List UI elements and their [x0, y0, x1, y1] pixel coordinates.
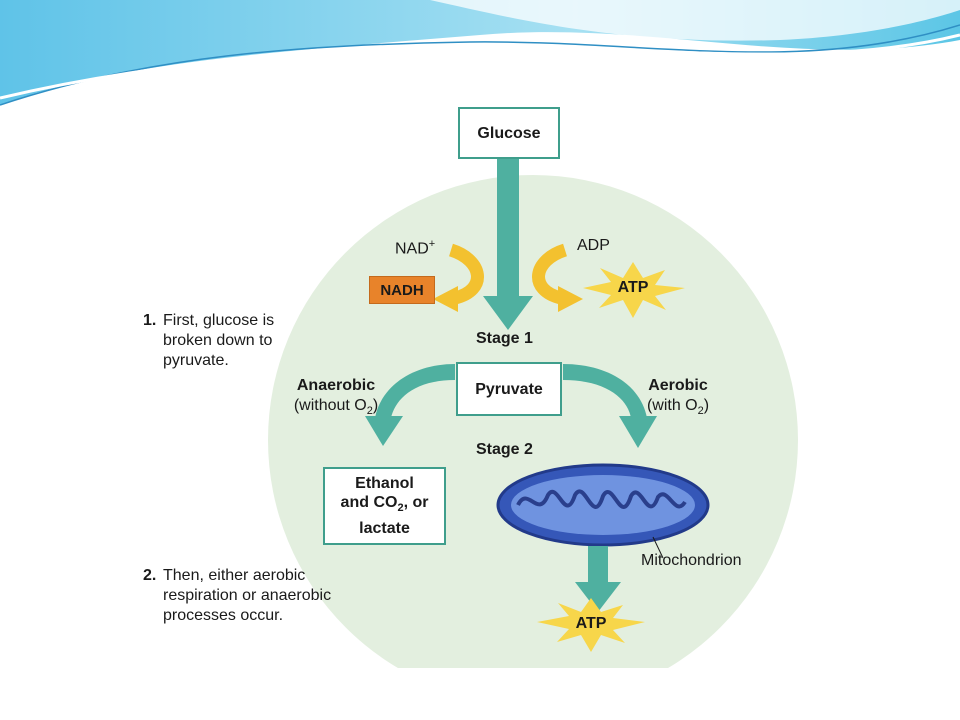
nad-curved-arrow — [433, 243, 484, 312]
step1-line: First, glucose is — [163, 312, 275, 329]
nadh-box: NADH — [369, 276, 435, 304]
ethanol-box: Ethanol and CO2, or lactate — [323, 467, 446, 545]
step2-number: 2. — [143, 567, 157, 584]
pyruvate-label: Pyruvate — [475, 380, 543, 398]
anaerobic-label: Anaerobic (without O2) — [286, 376, 386, 421]
aerobic-subtitle: (with O2) — [646, 397, 710, 418]
step1-line: pyruvate. — [163, 352, 229, 369]
mitochondrion-label: Mitochondrion — [641, 552, 742, 569]
step2-note: 2. Then, either aerobic respiration or a… — [143, 566, 363, 630]
slide-header-waves — [0, 0, 960, 106]
ethanol-line3: lactate — [359, 519, 410, 537]
step1-note: 1. First, glucose is broken down to pyru… — [143, 311, 323, 375]
step1-line: broken down to — [163, 332, 273, 349]
adp-curved-arrow — [532, 243, 583, 312]
glucose-label: Glucose — [477, 124, 541, 142]
atp-bottom-label: ATP — [575, 615, 607, 632]
nad-plus-label: NAD+ — [395, 238, 436, 258]
ethanol-line2: and CO2, or — [340, 494, 429, 515]
step2-line: processes occur. — [163, 607, 284, 624]
anaerobic-title: Anaerobic — [296, 377, 376, 394]
anaerobic-subtitle: (without O2) — [293, 397, 379, 418]
glucose-to-pyruvate-arrow — [483, 158, 533, 330]
atp-starburst-bottom — [537, 598, 645, 652]
pyruvate-box: Pyruvate — [456, 362, 562, 416]
atp-top-label: ATP — [617, 279, 649, 296]
mitochondrion-to-atp-arrow — [575, 546, 621, 612]
aerobic-title: Aerobic — [648, 377, 708, 394]
stage2-label: Stage 2 — [476, 441, 533, 458]
ethanol-line1: Ethanol — [355, 475, 414, 493]
respiration-diagram: Glucose Pyruvate Ethanol and CO2, or lac… — [133, 100, 798, 668]
anaerobic-arrow — [365, 364, 455, 446]
glucose-box: Glucose — [458, 107, 560, 159]
nadh-label: NADH — [380, 281, 424, 299]
stage1-label: Stage 1 — [476, 330, 533, 347]
aerobic-arrow — [563, 364, 657, 448]
step1-number: 1. — [143, 312, 157, 329]
aerobic-label: Aerobic (with O2) — [633, 376, 723, 421]
atp-starburst-top — [583, 262, 685, 318]
step2-line: Then, either aerobic — [163, 567, 306, 584]
mitochondrion-leader-line — [652, 536, 664, 559]
mitochondrion-image — [496, 463, 710, 547]
step2-line: respiration or anaerobic — [163, 587, 332, 604]
adp-label: ADP — [577, 237, 610, 254]
